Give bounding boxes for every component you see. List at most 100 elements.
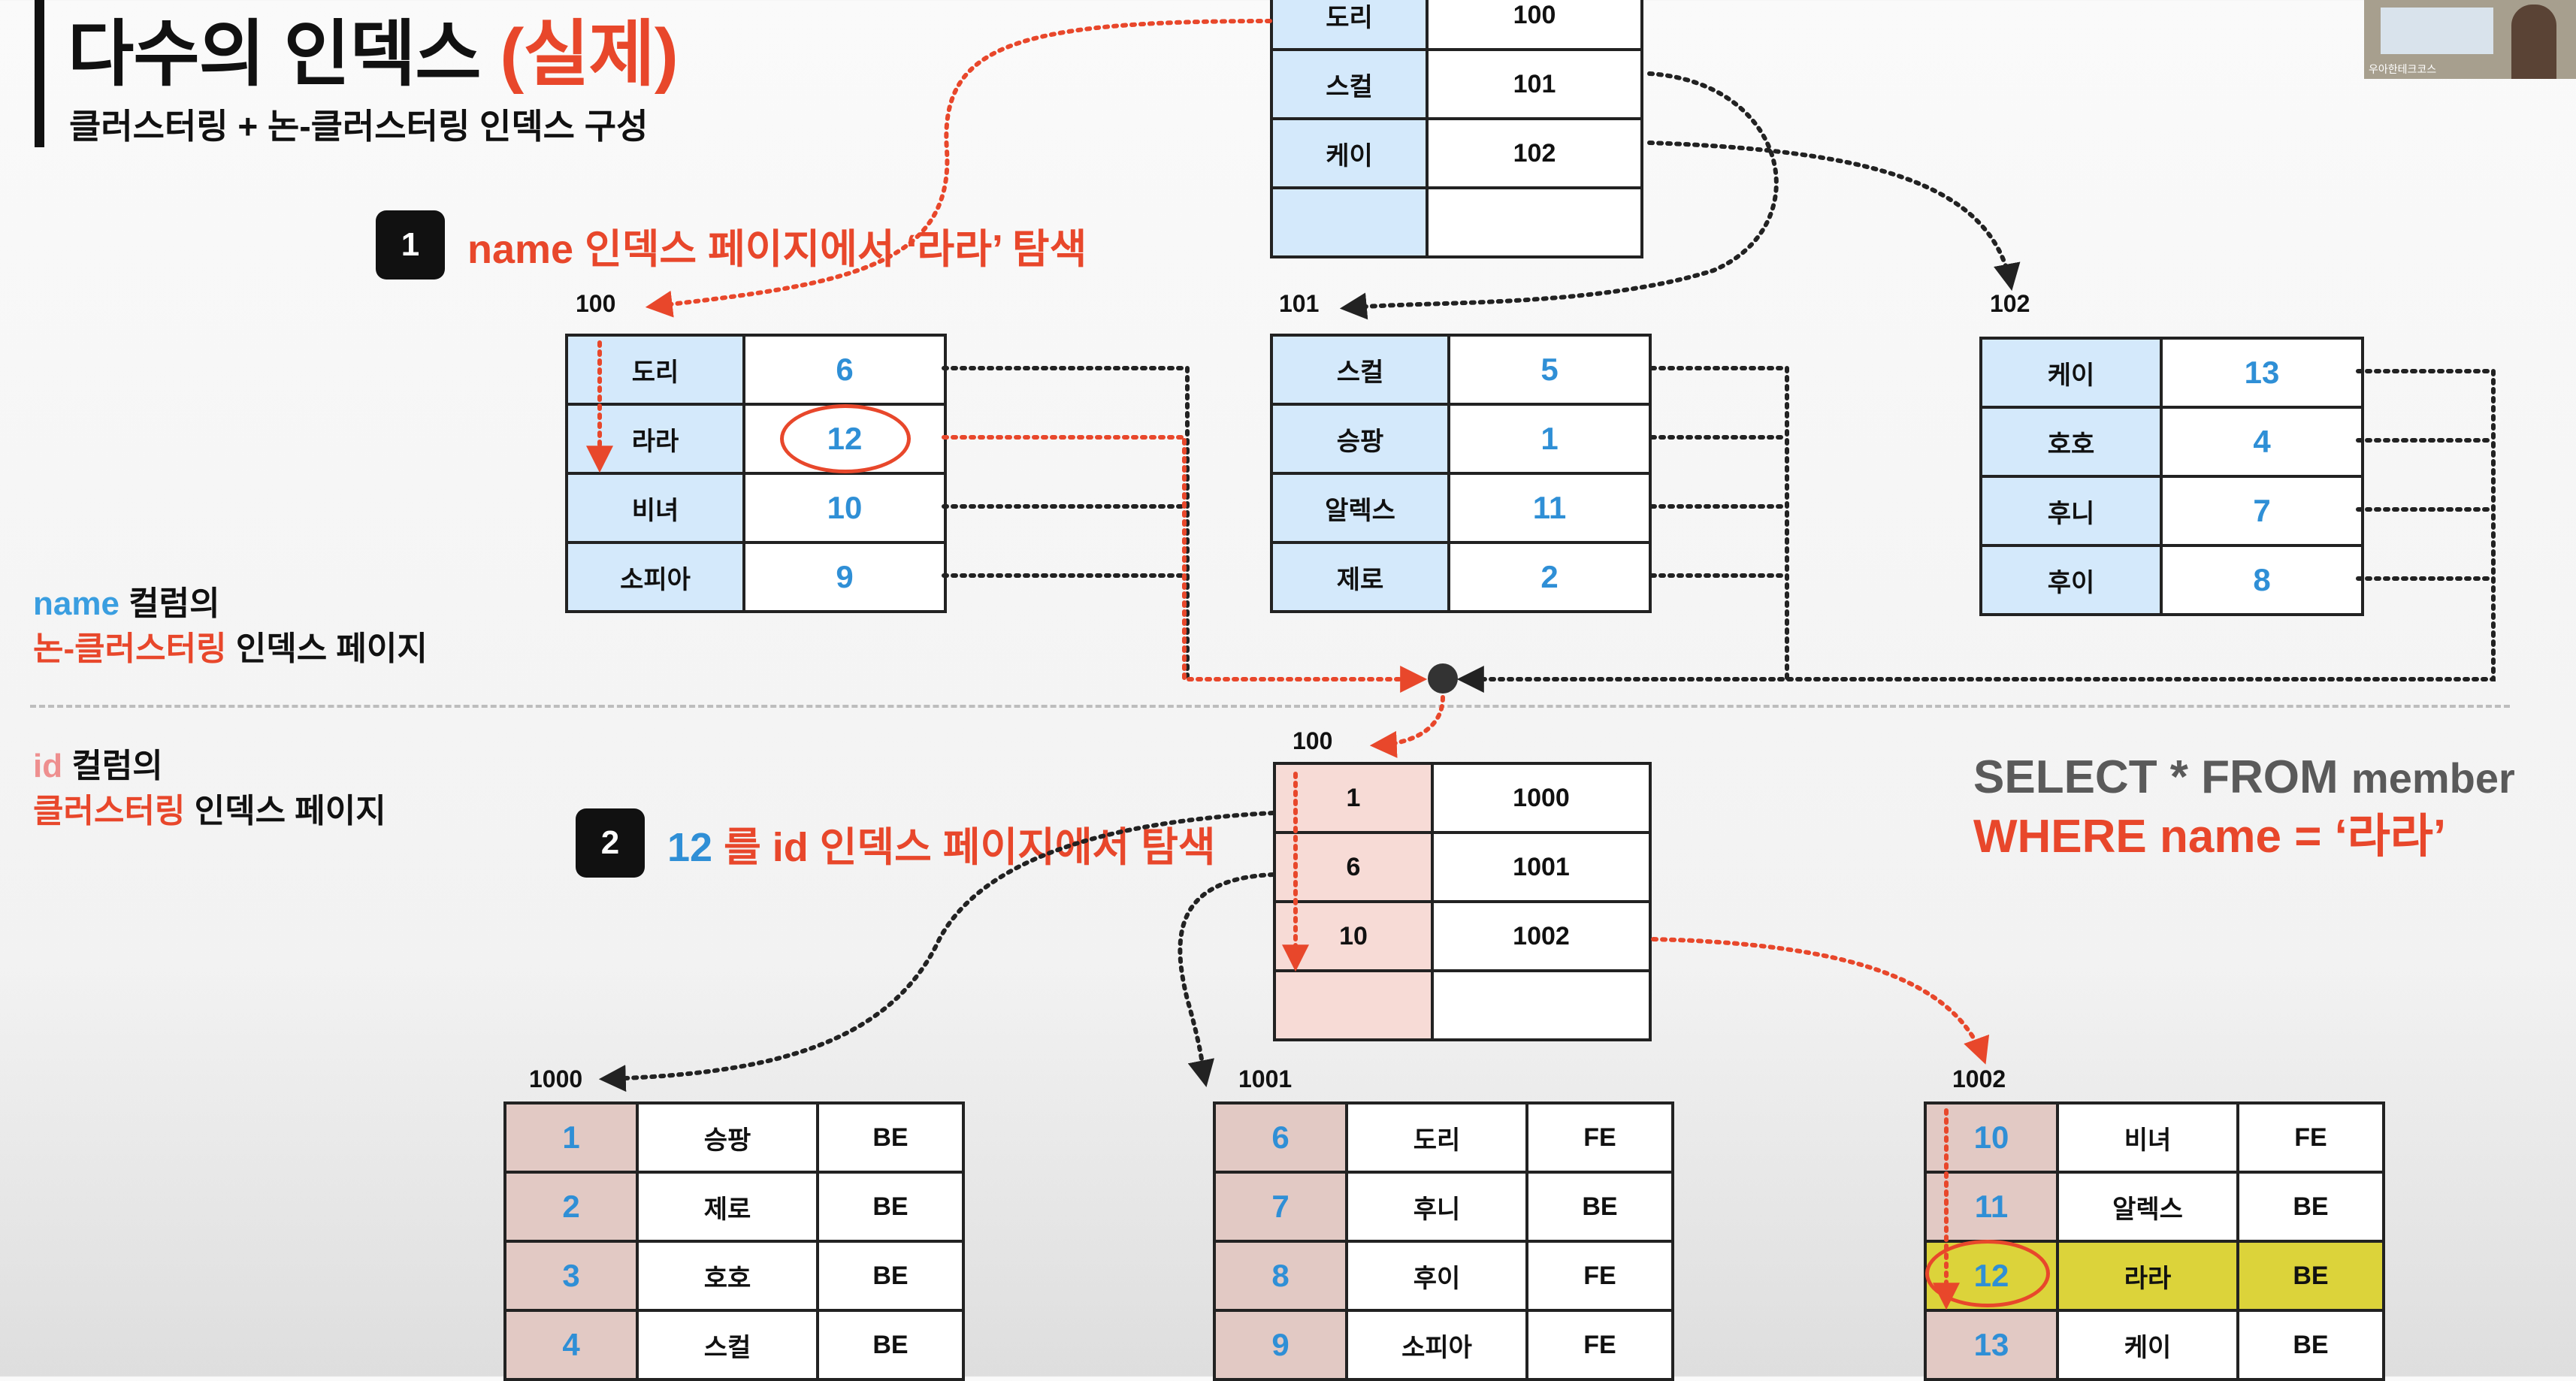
table-cell: 10 <box>1273 900 1434 972</box>
table-cell: 1 <box>503 1101 639 1174</box>
table-cell: 비녀 <box>2056 1101 2239 1174</box>
table-cell: 100 <box>1426 0 1643 51</box>
step-1: 1 name 인덱스 페이지에서 ‘라라’ 탐색 <box>376 210 1087 280</box>
webcam-screen <box>2381 8 2493 54</box>
table-cell: 8 <box>1213 1240 1348 1312</box>
table-cell: 10 <box>742 472 947 544</box>
table-cell: FE <box>1525 1309 1674 1381</box>
table-cell: 알렉스 <box>2056 1171 2239 1243</box>
table-cell: BE <box>816 1309 965 1381</box>
table-cell <box>1270 186 1429 258</box>
table-cell <box>1273 969 1434 1041</box>
table-cell: 11 <box>1447 472 1652 544</box>
table-cell: 1 <box>1447 403 1652 475</box>
table-row <box>1273 969 1652 1041</box>
junction-dot <box>1428 663 1458 694</box>
table-row <box>1270 186 1643 258</box>
table-cell: 5 <box>1447 334 1652 406</box>
section-divider <box>30 705 2510 708</box>
table-cell: 비녀 <box>565 472 745 544</box>
step-1-badge: 1 <box>376 210 445 280</box>
table-cell: BE <box>816 1240 965 1312</box>
table-cell: 소피아 <box>1345 1309 1528 1381</box>
step-2-text-red: 를 id 인덱스 페이지에서 탐색 <box>724 824 1216 870</box>
table-cell: 도리 <box>1270 0 1429 51</box>
table-cell: 1002 <box>1431 900 1652 972</box>
table-cell: 6 <box>742 334 947 406</box>
table-cell: 2 <box>1447 541 1652 613</box>
table-cell: 13 <box>1924 1309 2059 1381</box>
highlight-circle <box>1925 1240 2050 1307</box>
table-cell: 102 <box>1426 117 1643 189</box>
table-cell: 101 <box>1426 48 1643 120</box>
table-cell: 6 <box>1273 831 1434 903</box>
table-cell: FE <box>1525 1101 1674 1174</box>
page-id-label: 100 <box>1293 727 1333 754</box>
table-cell: FE <box>1525 1240 1674 1312</box>
table-cell: 4 <box>503 1309 639 1381</box>
step-1-text: name 인덱스 페이지에서 ‘라라’ 탐색 <box>467 226 1087 272</box>
table-cell: 알렉스 <box>1270 472 1450 544</box>
highlight-circle <box>780 404 911 473</box>
table-cell: 소피아 <box>565 541 745 613</box>
table-cell: 케이 <box>1270 117 1429 189</box>
table-cell: 후니 <box>1979 475 2163 547</box>
table-cell: 제로 <box>636 1171 819 1243</box>
table-cell: 스컬 <box>1270 334 1450 406</box>
page-id-label: 1002 <box>1952 1065 2006 1092</box>
page-id-label: 101 <box>1279 290 1320 317</box>
name-column-label: name 컬럼의 논-클러스터링 인덱스 페이지 <box>33 585 428 667</box>
title-bar <box>35 0 44 147</box>
table-cell: 도리 <box>1345 1101 1528 1174</box>
table-cell: 1 <box>1273 762 1434 834</box>
webcam-caption: 우아한테크코스 <box>2369 63 2437 75</box>
table-cell: BE <box>2236 1240 2385 1312</box>
table-cell: 도리 <box>565 334 745 406</box>
table-cell: BE <box>1525 1171 1674 1243</box>
step-2-text-blue: 12 <box>667 824 724 870</box>
step-2: 2 12 를 id 인덱스 페이지에서 탐색 <box>576 808 1216 878</box>
table-cell: 케이 <box>1979 337 2163 409</box>
table-cell: 9 <box>742 541 947 613</box>
table-cell: 후니 <box>1345 1171 1528 1243</box>
page-id-label: 1000 <box>529 1065 583 1092</box>
table-cell: 호호 <box>636 1240 819 1312</box>
page-id-label: 102 <box>1990 290 2030 317</box>
table-cell: 7 <box>1213 1171 1348 1243</box>
table-cell: 3 <box>503 1240 639 1312</box>
table-cell: 스컬 <box>1270 48 1429 120</box>
table-cell: 1001 <box>1431 831 1652 903</box>
table-cell: 1000 <box>1431 762 1652 834</box>
table-cell: BE <box>2236 1171 2385 1243</box>
title-highlight: (실제) <box>500 14 679 95</box>
webcam-thumbnail: 우아한테크코스 <box>2364 0 2576 79</box>
table-cell: 2 <box>503 1171 639 1243</box>
